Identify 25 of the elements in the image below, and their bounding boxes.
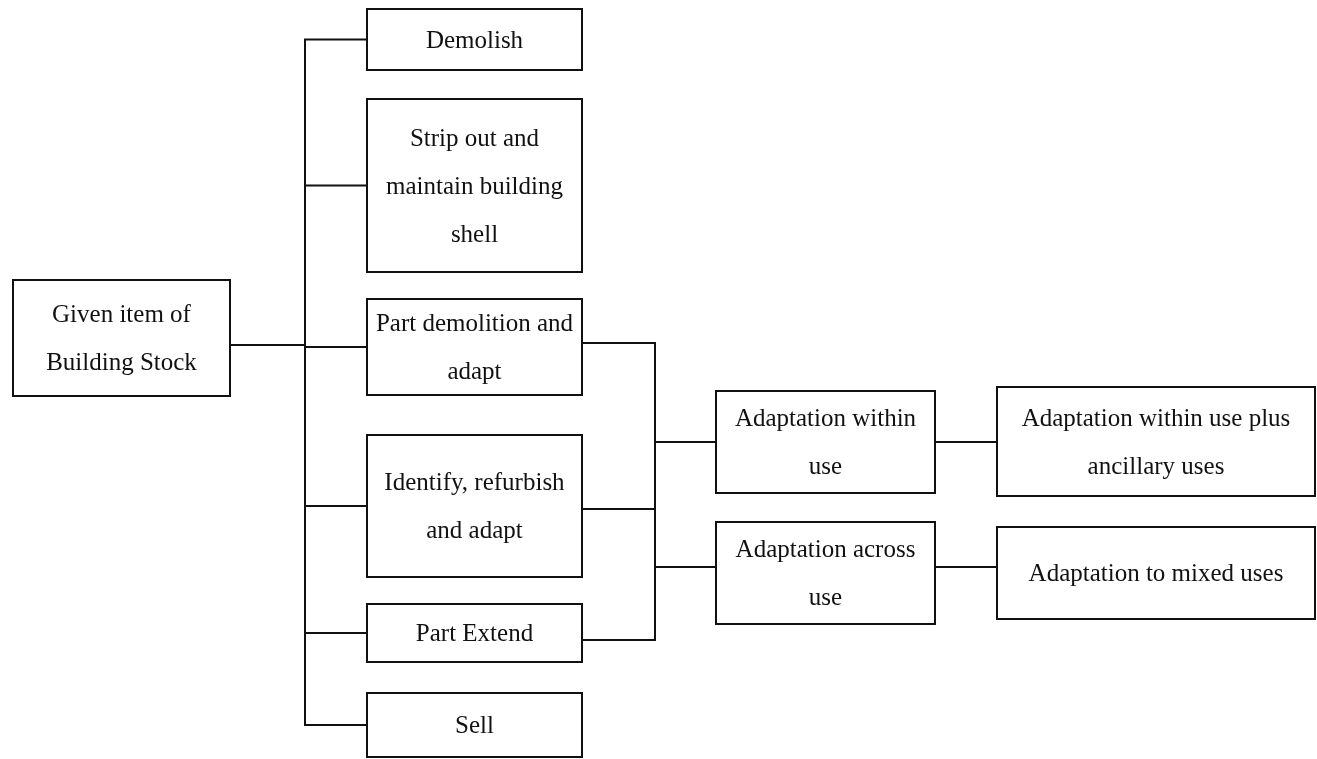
box-label: Adaptation to mixed uses: [1027, 558, 1285, 588]
box-label: Part Extend: [414, 618, 535, 648]
box-label: Strip out and maintain building shell: [384, 122, 565, 249]
process-box: [366, 692, 583, 758]
process-box: [715, 390, 936, 494]
process-box: [366, 298, 583, 396]
box-label: Part demolition and adapt: [374, 308, 575, 386]
connector-line: [935, 566, 997, 568]
box-label: Adaptation within use: [733, 403, 918, 481]
box-label: Adaptation within use plus ancillary uses: [1020, 402, 1292, 481]
process-box: [366, 98, 583, 273]
box-label: Demolish: [424, 24, 525, 55]
box-label: Adaptation across use: [734, 534, 917, 612]
connector-line: [582, 566, 716, 641]
process-box: [366, 603, 583, 663]
process-box: [12, 279, 231, 397]
box-label: Sell: [454, 710, 495, 740]
process-box: [366, 434, 583, 578]
process-box: [996, 526, 1316, 620]
process-box: [996, 386, 1316, 497]
box-label: Identify, refurbish and adapt: [383, 467, 566, 545]
process-box: [366, 8, 583, 71]
process-box: [715, 521, 936, 625]
connector-line: [935, 441, 997, 443]
box-label: Given item of Building Stock: [45, 299, 198, 377]
